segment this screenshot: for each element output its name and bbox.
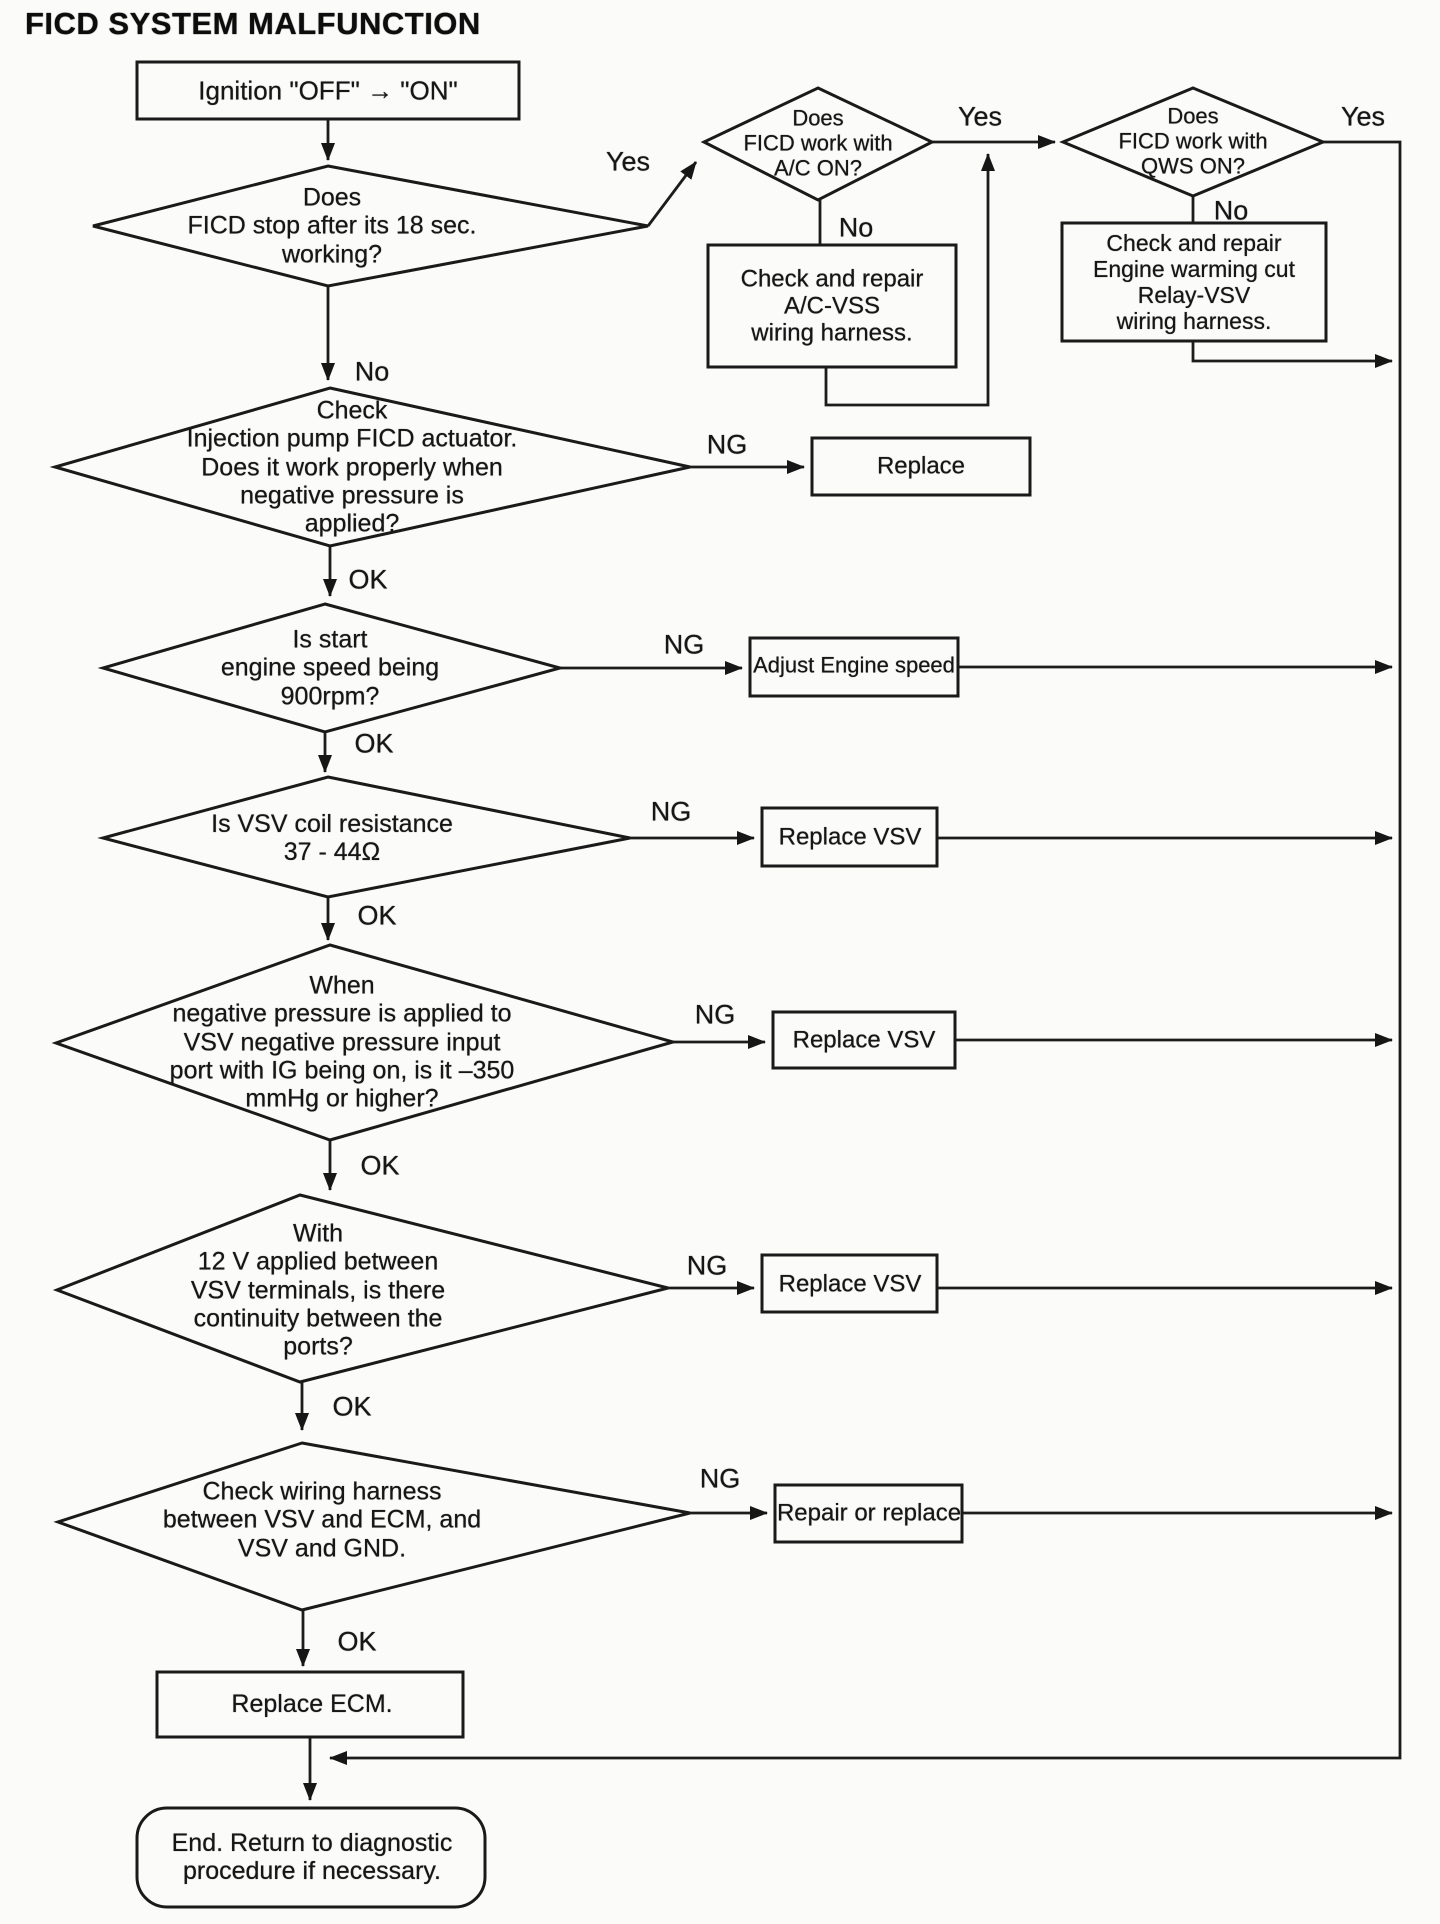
decision-d7-shape [51, 943, 679, 1142]
edge-boxac-loopback [824, 153, 995, 407]
box-vsv1-label: Replace VSV [778, 823, 922, 851]
box-ac-shape [706, 243, 958, 369]
box-ac-label: Check and repair A/C-VSS wiring harness. [740, 265, 924, 347]
d4-ok-label: OK [348, 564, 388, 595]
d1-no-label: No [354, 356, 390, 387]
box-vsv1-shape [760, 806, 939, 868]
d2-no-label: No [838, 212, 874, 243]
d4-ng-label: NG [706, 429, 748, 460]
box-vsv3-shape [760, 1253, 939, 1314]
d5-ok-label: OK [354, 728, 394, 759]
d5-ng-label: NG [663, 629, 705, 660]
edge-boxrelay-rail [1191, 341, 1393, 368]
box-replace-shape [810, 436, 1032, 497]
box-relay-label: Check and repair Engine warming cut Rela… [1093, 230, 1295, 334]
box-repair-shape [773, 1483, 964, 1544]
box-vsv2-shape [771, 1010, 957, 1070]
d6-ok-label: OK [357, 900, 397, 931]
box-ecm-label: Replace ECM. [231, 1689, 393, 1718]
d9-ok-label: OK [337, 1626, 377, 1657]
box-adjust-label: Adjust Engine speed [753, 652, 955, 678]
box-replace-label: Replace [876, 452, 966, 480]
decision-d1-label: Does FICD stop after its 18 sec. working… [187, 183, 477, 269]
decision-d3-shape [1059, 86, 1327, 198]
d6-ng-label: NG [650, 796, 692, 827]
decision-d4-label: Check Injection pump FICD actuator. Does… [186, 396, 518, 538]
decision-d9-label: Check wiring harness between VSV and ECM… [162, 1477, 482, 1563]
end-box-label: End. Return to diagnostic procedure if n… [171, 1828, 453, 1885]
start-box-label: Ignition "OFF" → "ON" [198, 75, 458, 106]
start-box-shape [135, 60, 521, 121]
decision-d4-shape [49, 386, 691, 548]
flow-nodes [49, 60, 1328, 1909]
end-box-shape [135, 1806, 487, 1909]
decision-d6-label: Is VSV coil resistance 37 - 44Ω [211, 809, 453, 866]
box-adjust-shape [748, 636, 960, 698]
d3-yes-label: Yes [1340, 101, 1386, 132]
decision-d7-label: When negative pressure is applied to VSV… [169, 971, 515, 1113]
d7-ng-label: NG [694, 999, 736, 1030]
d8-ng-label: NG [686, 1250, 728, 1281]
decision-d3-label: Does FICD work with QWS ON? [1118, 103, 1268, 179]
d7-ok-label: OK [360, 1150, 400, 1181]
decision-d2-label: Does FICD work with A/C ON? [743, 105, 893, 181]
page-title: FICD SYSTEM MALFUNCTION [25, 6, 481, 41]
decision-d5-shape [97, 602, 566, 734]
box-vsv2-label: Replace VSV [792, 1026, 936, 1054]
decision-d2-shape [700, 86, 936, 202]
edge-d1-yes-d2 [646, 161, 698, 227]
decision-d6-shape [97, 775, 631, 899]
d1-yes-label: Yes [605, 146, 651, 177]
d2-yes-label: Yes [957, 101, 1003, 132]
edge-d3-yes-rail [329, 140, 1402, 1765]
d3-no-label: No [1213, 195, 1249, 226]
box-vsv3-label: Replace VSV [778, 1270, 922, 1298]
decision-d5-label: Is start engine speed being 900rpm? [220, 625, 440, 711]
d8-ok-label: OK [332, 1391, 372, 1422]
decision-d9-shape [53, 1441, 691, 1612]
box-repair-label: Repair or replace [776, 1499, 962, 1527]
box-relay-shape [1060, 221, 1328, 343]
decision-d1-shape [92, 164, 649, 288]
decision-d8-shape [52, 1193, 669, 1384]
decision-d8-label: With 12 V applied between VSV terminals,… [190, 1219, 446, 1361]
box-ecm-shape [155, 1670, 465, 1739]
flow-connectors [295, 119, 1402, 1801]
d9-ng-label: NG [699, 1463, 741, 1494]
